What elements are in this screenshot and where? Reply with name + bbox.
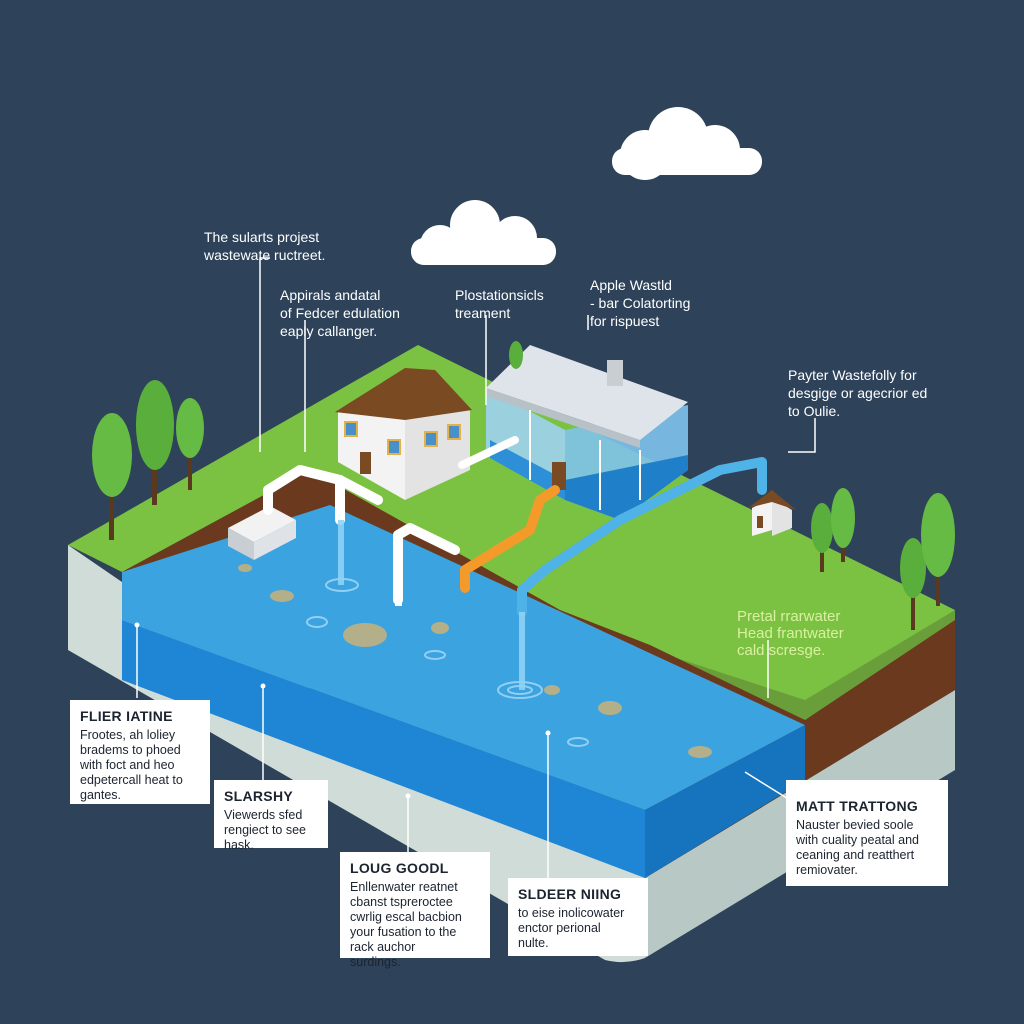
water-front-face xyxy=(122,620,645,878)
info-box-text: Enllenwater reatnet cbanst tspreroctee c… xyxy=(350,880,462,969)
info-box-slarshy: SLARSHY Viewerds sfed rengiect to see ha… xyxy=(214,780,328,852)
label-appirals: Appirals andatal of Fedcer edulation eap… xyxy=(280,287,400,339)
water-pool xyxy=(122,505,805,810)
info-box-title: FLIER IATINE xyxy=(80,708,173,724)
info-box-loug: LOUG GOODL Enllenwater reatnet cbanst ts… xyxy=(340,852,490,969)
label-pretal: Pretal rrarwater Head frantwater cald sc… xyxy=(737,608,844,659)
white-pipes xyxy=(263,436,519,605)
tree-icon xyxy=(509,341,523,369)
leader-lines xyxy=(136,257,816,880)
pump-unit xyxy=(228,506,296,560)
tree-icon xyxy=(900,538,926,630)
house xyxy=(335,368,472,500)
tree-icon xyxy=(136,380,174,505)
cloud-icon xyxy=(411,200,556,265)
water-streams xyxy=(338,520,525,690)
info-box-sldeer: SLDEER NIING to eise inolicowater enctor… xyxy=(508,878,648,956)
label-apple: Apple Wastld - bar Colatorting for rispu… xyxy=(590,277,691,329)
orange-pipe xyxy=(460,485,560,593)
info-box-title: MATT TRATTONG xyxy=(796,798,919,814)
treatment-building xyxy=(486,345,688,520)
label-plostation: Plostationsicls treament xyxy=(455,287,544,321)
info-box-title: SLDEER NIING xyxy=(518,886,622,902)
info-box-text: Frootes, ah loliey bradems to phoed with… xyxy=(80,728,183,802)
info-box-text: Viewerds sfed rengiect to see hask. xyxy=(224,808,306,852)
info-box-title: SLARSHY xyxy=(224,788,293,804)
info-box-matt: MATT TRATTONG Nauster bevied soole with … xyxy=(786,780,948,886)
info-box-text: to eise inolicowater enctor perional nul… xyxy=(518,906,625,950)
info-box-text: Nauster bevied soole with cuality peatal… xyxy=(796,818,919,877)
label-project: The sularts projest wastewate ructreet. xyxy=(204,229,326,263)
blue-pipe xyxy=(517,457,767,617)
cloud-icon xyxy=(612,107,762,180)
tree-icon xyxy=(831,488,855,562)
info-box-flier: FLIER IATINE Frootes, ah loliey bradems … xyxy=(70,700,210,804)
label-payter: Payter Wastefolly for desgige or agecrio… xyxy=(788,367,928,419)
grass-surface xyxy=(68,345,955,720)
small-house xyxy=(748,490,796,536)
tree-icon xyxy=(921,493,955,606)
tree-icon xyxy=(176,398,204,490)
tree-icon xyxy=(92,413,132,540)
tree-icon xyxy=(811,503,833,572)
info-box-title: LOUG GOODL xyxy=(350,860,449,876)
